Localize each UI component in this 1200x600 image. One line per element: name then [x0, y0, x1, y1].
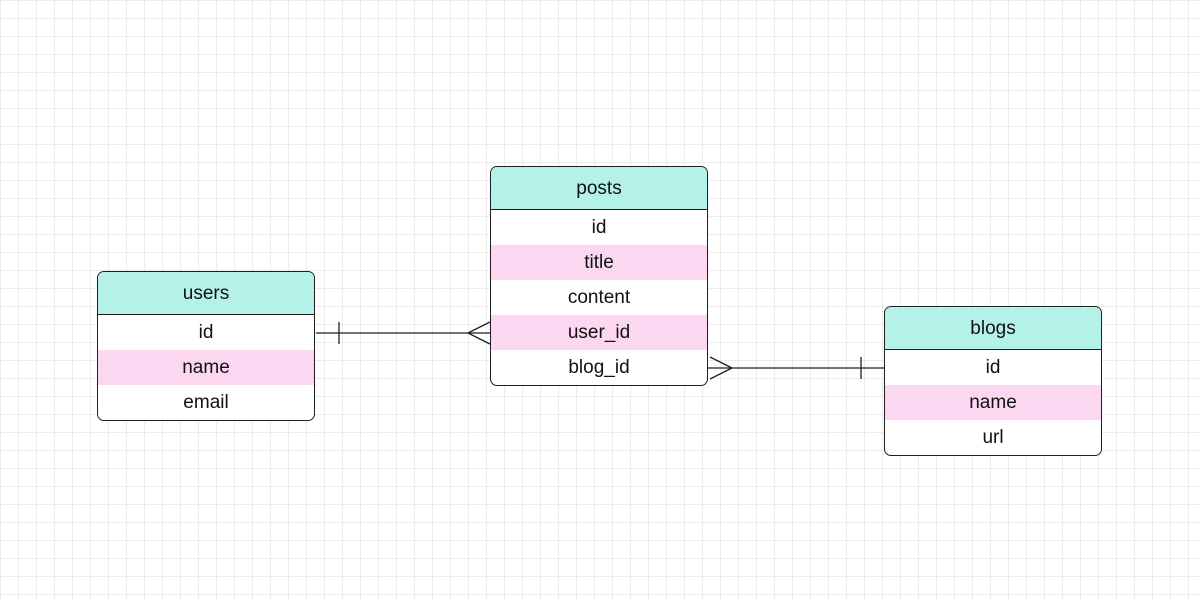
field-row: id: [985, 357, 1001, 378]
field-row: id: [591, 217, 607, 238]
field-row: id: [198, 322, 214, 343]
entity-header: blogs: [885, 307, 1101, 350]
crows-foot-many-mark: [467, 321, 491, 345]
field-row: blog_id: [568, 357, 630, 378]
crows-foot-many-mark: [709, 356, 733, 380]
entity-posts[interactable]: posts id title content user_id blog_id: [490, 166, 708, 386]
field-row: name: [885, 385, 1101, 420]
relationship-posts-blogs[interactable]: [708, 356, 884, 380]
field-row: content: [567, 287, 631, 308]
entity-header: posts: [491, 167, 707, 210]
field-row: email: [183, 392, 229, 413]
entity-blogs[interactable]: blogs id name url: [884, 306, 1102, 456]
field-row: name: [98, 350, 314, 385]
entity-header: users: [98, 272, 314, 315]
field-row: user_id: [491, 315, 707, 350]
field-row: title: [491, 245, 707, 280]
field-row: url: [982, 427, 1004, 448]
entity-users[interactable]: users id name email: [97, 271, 315, 421]
relationship-users-posts[interactable]: [316, 321, 491, 345]
